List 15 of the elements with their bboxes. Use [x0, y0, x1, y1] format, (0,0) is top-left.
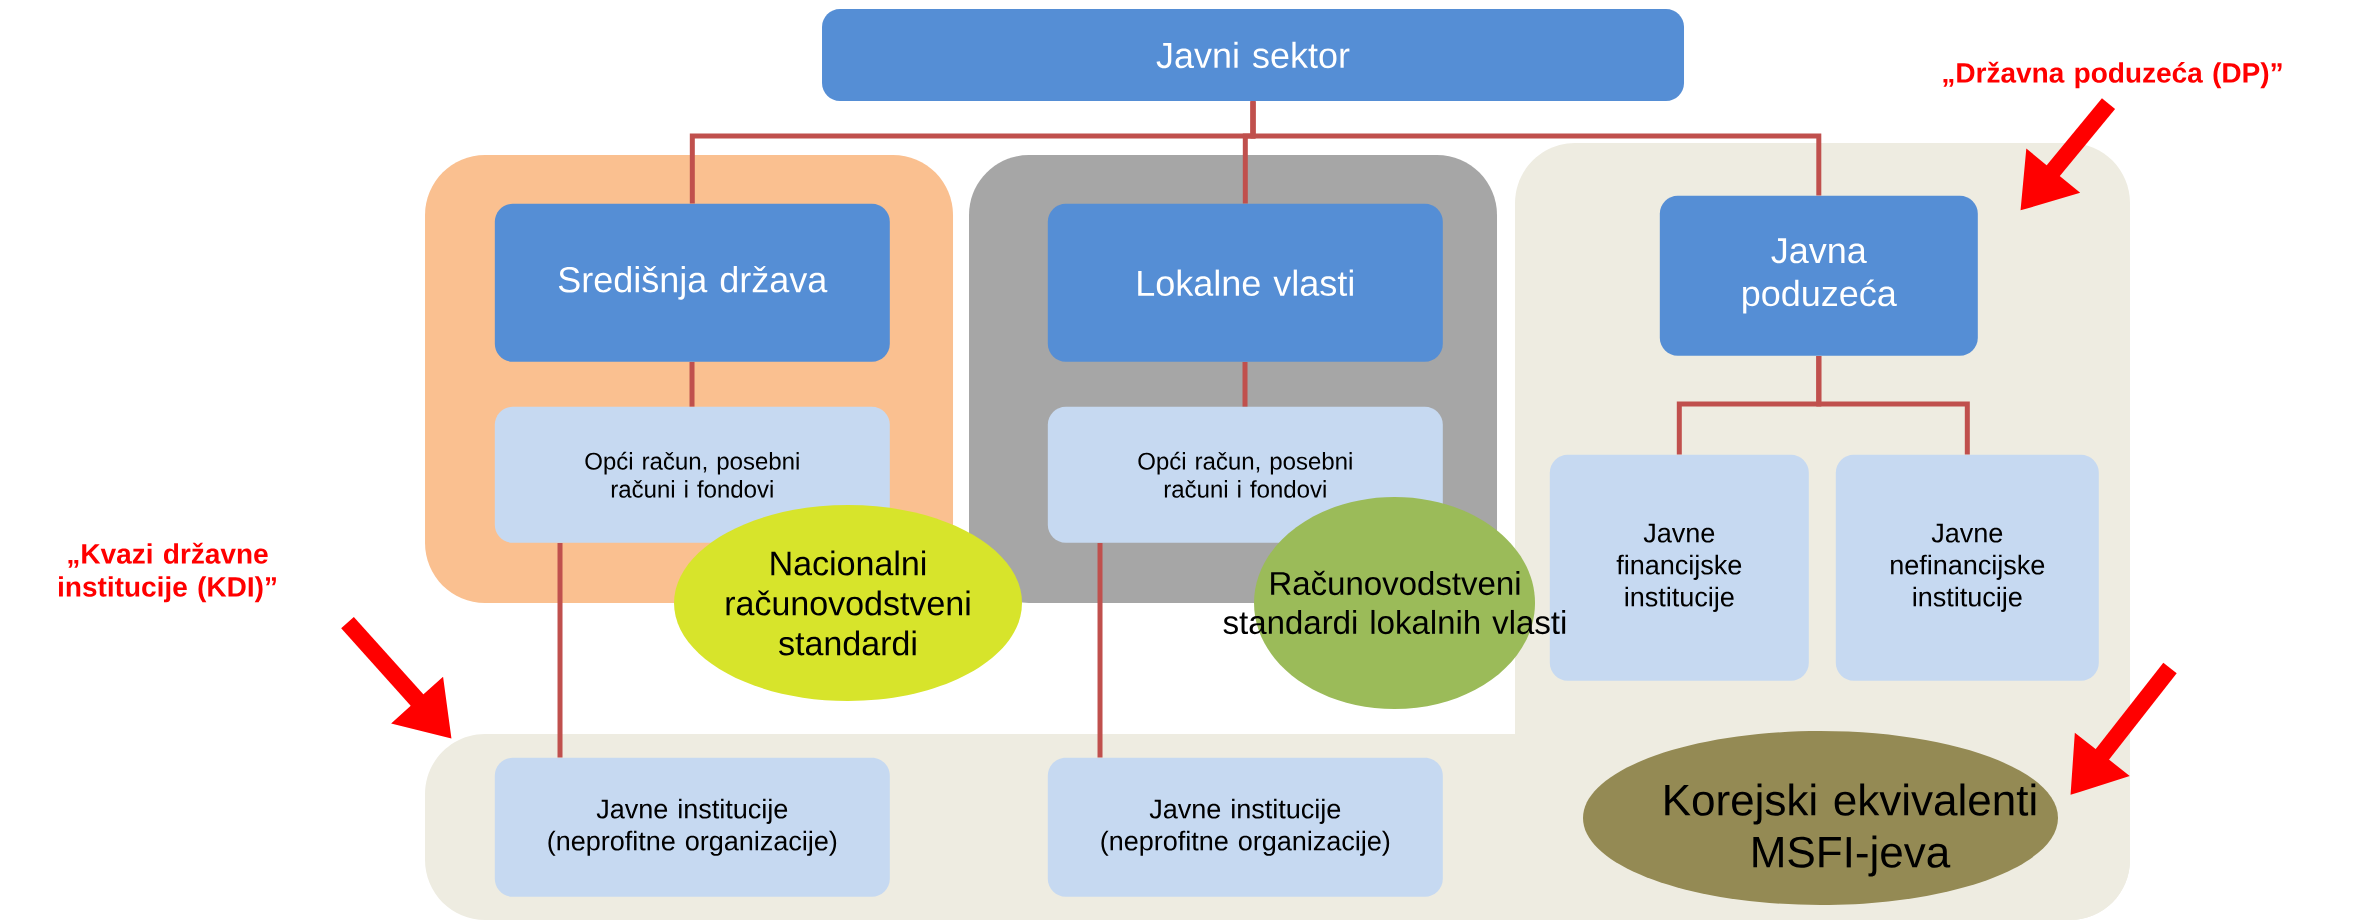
org-box: Javne institucije (neprofitne organizacije)	[1047, 757, 1443, 897]
callout-label: „Državna poduzeća (DP)”	[1943, 61, 2282, 89]
org-box: Javne nefinancijske institucije	[1835, 454, 2099, 681]
org-box: Središnja država	[494, 203, 890, 362]
connector-line	[689, 362, 695, 407]
org-box: Javna poduzeća	[1659, 195, 1978, 356]
connector-line	[1816, 356, 1970, 455]
connector-line	[557, 543, 563, 758]
org-box: Javne institucije (neprofitne organizacije)	[494, 757, 890, 897]
connector-line	[1097, 543, 1103, 758]
connector-line	[1242, 362, 1248, 407]
connector-line	[1250, 101, 1822, 196]
org-box: Javni sektor	[822, 9, 1684, 101]
callout-label: „Kvazi državne institucije (KDI)”	[59, 542, 276, 603]
org-box: Lokalne vlasti	[1047, 203, 1443, 362]
